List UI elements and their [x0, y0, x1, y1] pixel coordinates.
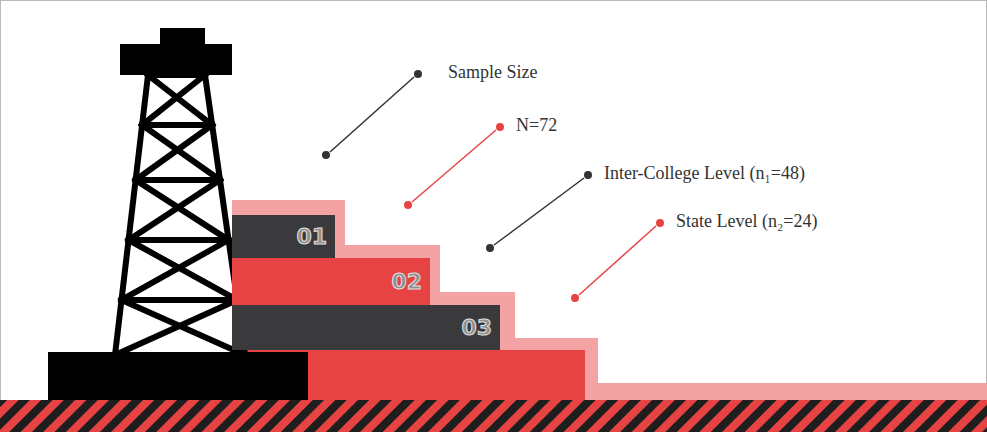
annotation-label: Sample Size: [446, 62, 539, 83]
callout-number: 02: [391, 269, 422, 294]
rig-strut: [136, 177, 220, 183]
rig-strut: [129, 237, 229, 243]
stair-outline: [232, 200, 987, 400]
step-bar: 02: [232, 258, 430, 305]
rig-strut: [115, 300, 237, 355]
annotation-label: Inter-College Level (n₁=48): [602, 163, 807, 184]
step-bar: 01: [232, 215, 335, 258]
callout-number: 01: [296, 224, 327, 249]
rig-base: [48, 352, 308, 400]
rig-strut: [121, 240, 228, 300]
rig-strut: [148, 75, 212, 125]
rig-strut: [142, 75, 205, 125]
rig-strut: [142, 125, 220, 180]
rig-strut: [129, 240, 238, 300]
rig-strut: [115, 75, 148, 355]
oil-rig: [115, 75, 245, 355]
annotation-label: N=72: [514, 115, 559, 136]
annotation-label: State Level (n₂=24): [674, 211, 819, 232]
step-bar: 03: [232, 305, 500, 350]
callout-number: 03: [461, 315, 492, 340]
rig-cap: [160, 28, 205, 46]
rig-strut: [136, 180, 229, 240]
rig-strut: [121, 297, 237, 303]
rig-strut: [142, 122, 212, 128]
rig-strut: [136, 125, 213, 180]
rig-strut: [129, 180, 220, 240]
ground-hatch: [0, 400, 987, 432]
rig-top: [120, 44, 232, 75]
